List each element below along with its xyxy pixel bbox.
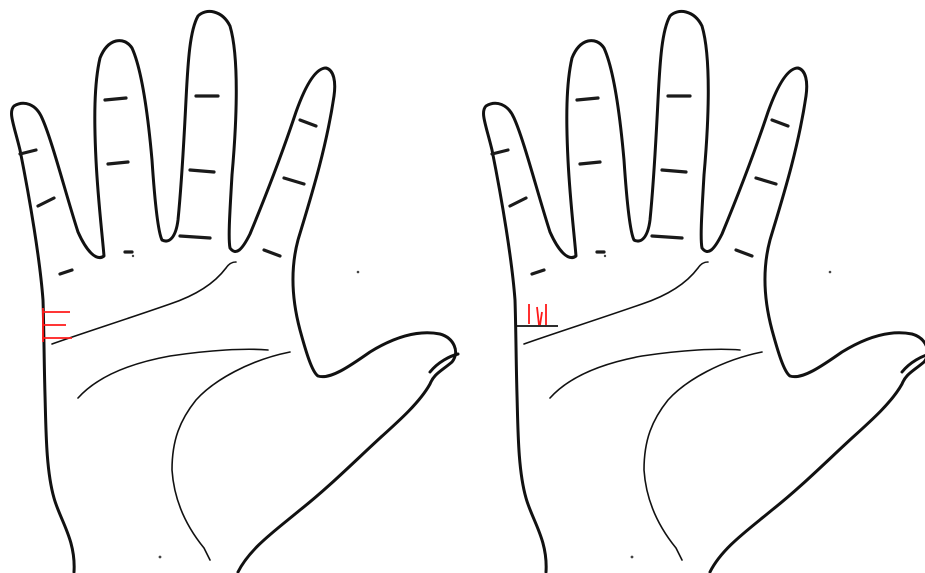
red-vertical-marks xyxy=(529,304,546,325)
hand-panel-right xyxy=(484,11,925,572)
hand-panel-left xyxy=(12,11,458,572)
hand-outline-right xyxy=(484,11,925,572)
hand-outline-left xyxy=(12,11,458,572)
red-horizontal-marks xyxy=(42,308,72,342)
